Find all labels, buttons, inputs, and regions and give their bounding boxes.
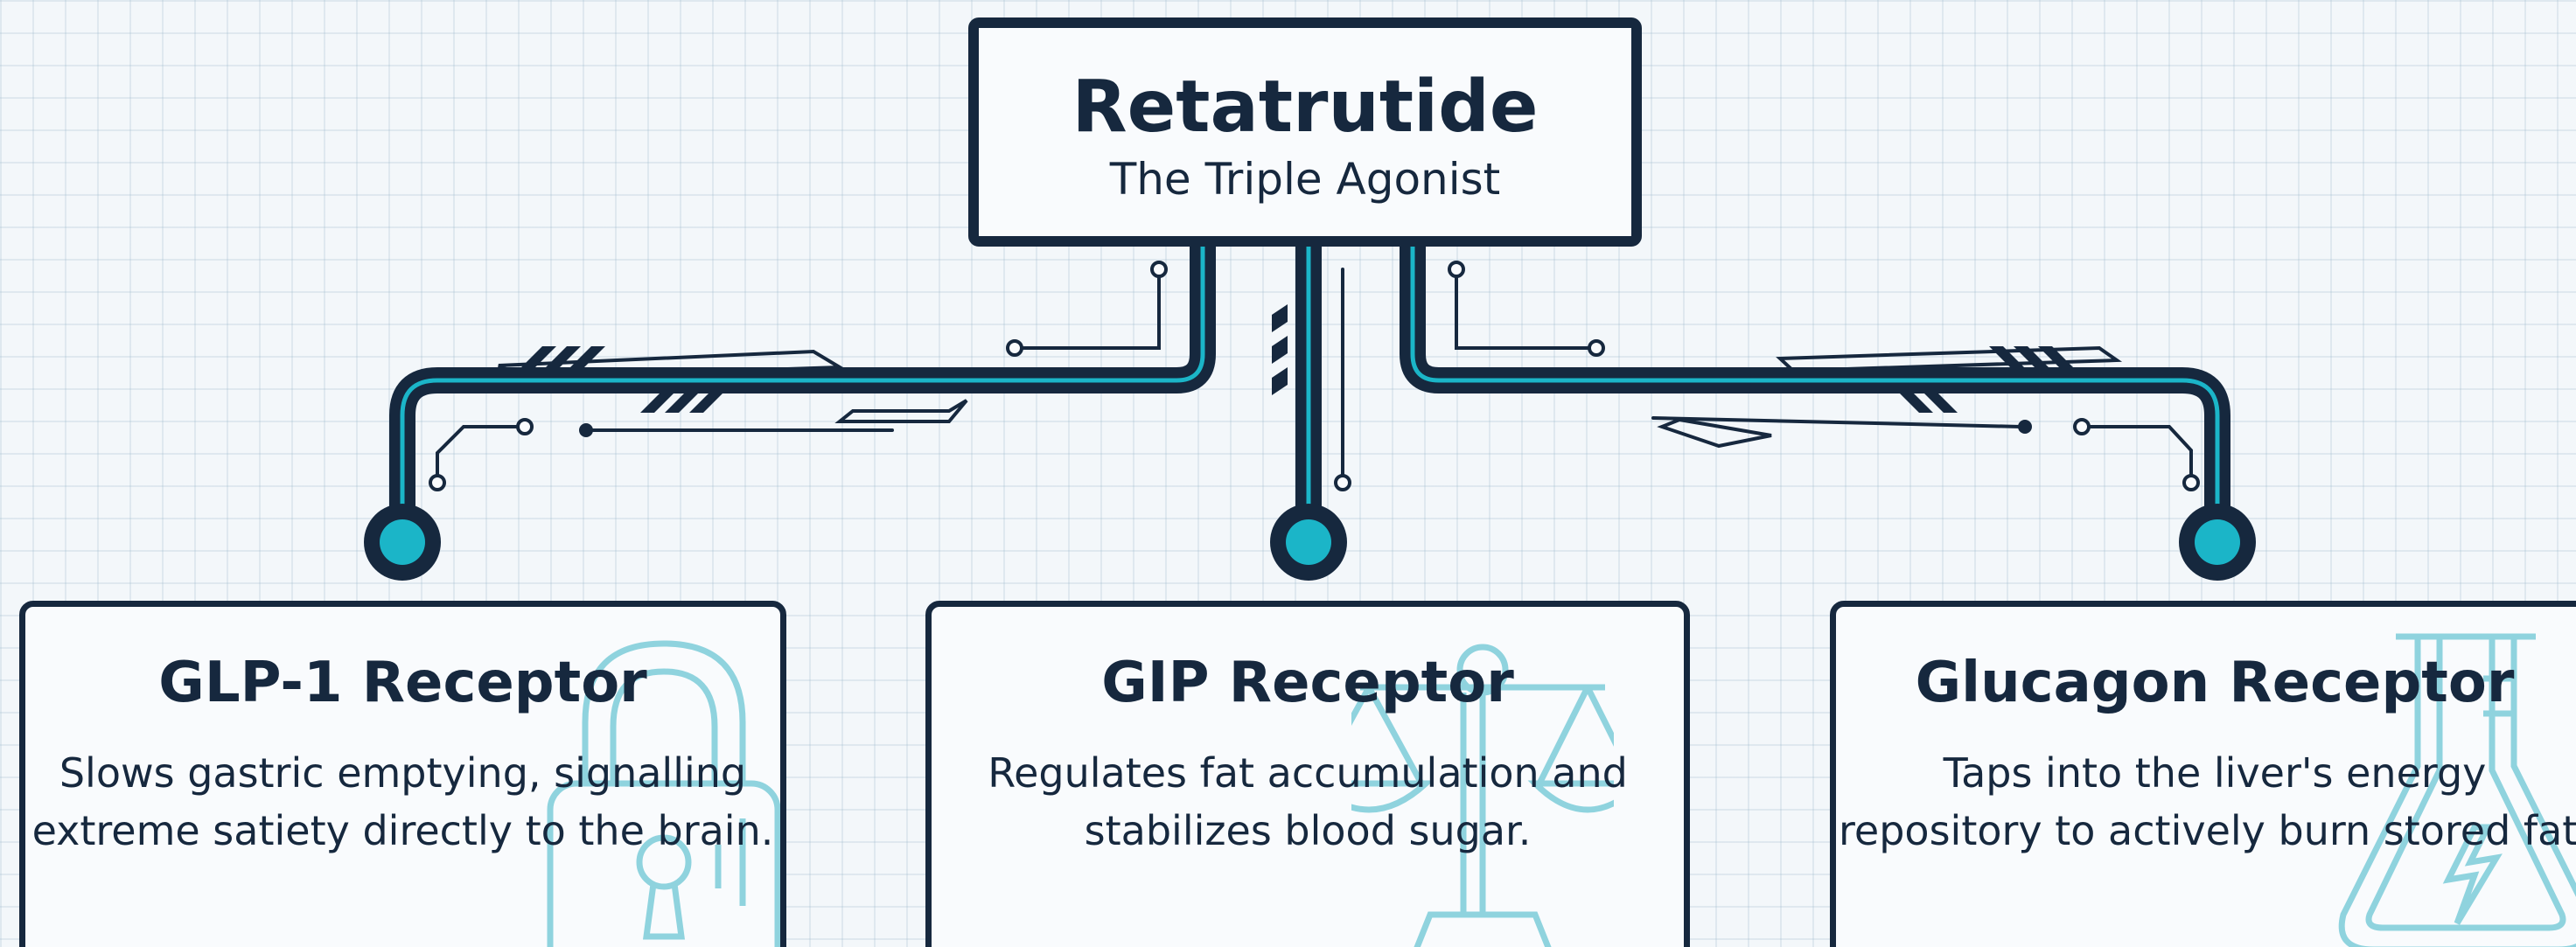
drug-name: Retatrutide [1072, 66, 1539, 149]
receptor-title: GLP-1 Receptor [158, 651, 647, 715]
stripe-marks [521, 304, 2073, 413]
trace-terminals [429, 261, 2200, 491]
drug-subtitle: The Triple Agonist [1109, 154, 1501, 205]
receptor-description: Slows gastric emptying, signalling extre… [31, 749, 774, 854]
receptor-description: Regulates fat accumulation and stabilize… [988, 749, 1628, 854]
retatrutide-title-box: Retatrutide The Triple Agonist [968, 17, 1642, 247]
flask-icon [2338, 633, 2576, 947]
connector-node-glp1 [364, 504, 441, 581]
glp1-receptor-card: GLP-1 Receptor Slows gastric emptying, s… [19, 601, 786, 947]
balance-scale-icon [1351, 644, 1614, 947]
receptor-title: Glucagon Receptor [1915, 651, 2515, 715]
decorative-traces [436, 268, 2193, 484]
receptor-title: GIP Receptor [1101, 651, 1514, 715]
gip-receptor-card: GIP Receptor Regulates fat accumulation … [925, 601, 1690, 947]
receptor-description: Taps into the liver's energy repository … [1839, 749, 2576, 854]
connector-node-gip [1270, 504, 1347, 581]
glucagon-receptor-card: Glucagon Receptor Taps into the liver's … [1830, 601, 2576, 947]
main-buses [389, 247, 2230, 507]
solid-dots [579, 420, 2032, 437]
connector-node-glucagon [2179, 504, 2256, 581]
padlock-icon [547, 640, 780, 947]
